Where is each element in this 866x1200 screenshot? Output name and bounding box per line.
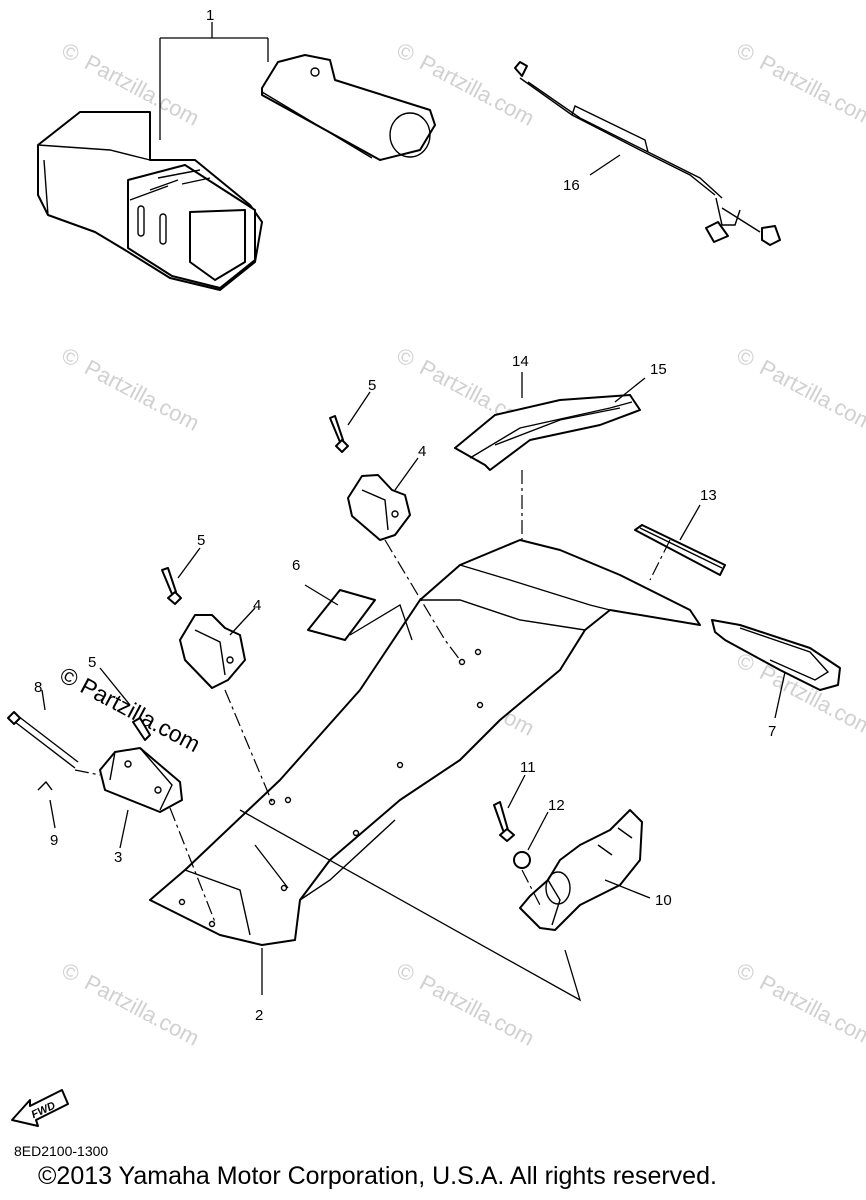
svg-text:©: © [393,957,419,987]
callout-8: 8 [34,679,42,696]
callout-5-upper: 5 [368,377,376,394]
part-13-rubber [634,504,726,581]
callout-4-lower: 4 [253,597,261,614]
fwd-arrow-icon: FWD [11,1089,69,1127]
callout-15: 15 [650,361,667,378]
part-2-rear-fender [149,539,701,995]
callout-12: 12 [548,797,565,814]
svg-text:© Partzilla.com: © Partzilla.com [56,661,205,757]
svg-text:©: © [393,37,419,67]
part-4-upper-bracket [329,391,461,661]
callout-6: 6 [292,557,300,574]
callout-3: 3 [114,849,122,866]
callout-9: 9 [50,832,58,849]
callout-7: 7 [768,723,776,740]
callouts: 1 16 14 15 5 4 13 5 6 4 5 8 7 11 12 9 3 … [34,7,776,1024]
svg-text:©: © [58,957,84,987]
part-1-tool-kit [37,22,436,291]
part-10-holder [493,774,651,931]
svg-text:©: © [58,37,84,67]
part-7-grab-bar [711,619,841,719]
svg-text:©: © [393,342,419,372]
watermark-strong: © Partzilla.com [56,661,205,757]
part-3-front-bracket [7,667,216,923]
part-16-cable [514,61,781,246]
diagram-code: 8ED2100-1300 [14,1143,109,1159]
watermark: © Partzilla.com [733,37,866,130]
watermark: © Partzilla.com [733,957,866,1050]
callout-4-upper: 4 [418,443,426,460]
watermark: © Partzilla.com [58,342,204,435]
callout-16: 16 [563,177,580,194]
part-4-lower-bracket [161,547,273,803]
callout-11: 11 [520,759,536,776]
svg-text:Partzilla.com: Partzilla.com [81,970,204,1051]
watermark: © Partzilla.com [733,342,866,435]
watermark: © Partzilla.com [393,957,539,1050]
svg-text:©: © [58,342,84,372]
watermark: © Partzilla.com [58,957,204,1050]
fwd-label: FWD [30,1100,58,1121]
callout-10: 10 [655,892,672,909]
svg-text:Partzilla.com: Partzilla.com [756,355,866,436]
callout-2: 2 [255,1007,263,1024]
svg-text:Partzilla.com: Partzilla.com [756,50,866,131]
svg-text:©: © [733,342,759,372]
callout-14: 14 [512,353,529,370]
svg-text:Partzilla.com: Partzilla.com [81,355,204,436]
assembly-lines [239,809,582,1002]
svg-text:Partzilla.com: Partzilla.com [416,970,539,1051]
part-14-15-strip [454,372,646,580]
part-6-label [304,584,413,641]
svg-text:Partzilla.com: Partzilla.com [756,970,866,1051]
callout-13: 13 [700,487,717,504]
callout-1: 1 [206,7,214,24]
callout-5-middle: 5 [197,532,205,549]
svg-text:©: © [733,37,759,67]
svg-text:©: © [733,957,759,987]
callout-5-lower: 5 [88,654,96,671]
copyright-notice: ©2013 Yamaha Motor Corporation, U.S.A. A… [38,1162,717,1190]
